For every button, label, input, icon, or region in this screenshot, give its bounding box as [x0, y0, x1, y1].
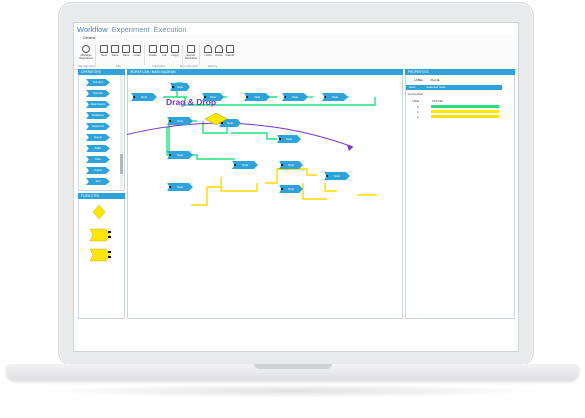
drag-drop-label: Drag & Drop	[166, 97, 217, 107]
palette-item[interactable]: Filter	[86, 156, 110, 163]
ribbon-toolbar: General Manage Workflows New Save Save L…	[74, 35, 518, 70]
workflow-node[interactable]: Node	[167, 117, 193, 125]
palette-item[interactable]: Sequencer	[86, 123, 110, 130]
export-workflow-button[interactable]: Export Workflow	[185, 45, 197, 61]
ribbon-tab-general[interactable]: General	[83, 36, 96, 40]
paste-icon	[149, 45, 157, 53]
workflow-node[interactable]: Node	[244, 93, 270, 101]
group-separator	[182, 45, 183, 65]
connection-color-swatch[interactable]	[431, 105, 499, 108]
paste-button[interactable]: Paste	[147, 45, 159, 61]
tab-workflow[interactable]: Workflow	[77, 24, 108, 34]
group-separator	[144, 45, 145, 65]
split-arrow-shape[interactable]	[89, 248, 111, 262]
workflow-node[interactable]: Node	[282, 93, 308, 101]
drag-arrow	[127, 122, 354, 148]
export-icon	[187, 45, 195, 53]
group-label-file: File	[116, 64, 121, 68]
decision-node[interactable]	[204, 112, 228, 126]
canvas-header: WORKFLOW / MAIN DIAGRAM	[127, 69, 403, 75]
save-button[interactable]: Save	[109, 45, 121, 61]
delete-button[interactable]: Delete	[224, 45, 236, 61]
operators-panel-header: OPERATORS	[78, 69, 125, 75]
merge-arrow-shape[interactable]	[89, 228, 111, 242]
cut-icon	[160, 45, 168, 53]
workflow-node[interactable]: Node	[167, 151, 193, 159]
connection-color-swatch[interactable]	[431, 115, 499, 118]
properties-col-value: VALUE	[430, 78, 440, 82]
tab-experiment[interactable]: Experiment	[111, 24, 150, 34]
save-as-icon	[122, 45, 130, 53]
connection-color-swatch[interactable]	[431, 110, 499, 113]
workflow-node[interactable]: Node	[279, 185, 303, 193]
workflow-node[interactable]: Node	[167, 183, 193, 191]
group-separator	[199, 45, 200, 65]
workflow-node[interactable]: Node	[322, 93, 348, 101]
save-as-button[interactable]: Save	[120, 45, 132, 61]
manage-workflows-button[interactable]: Manage Workflows	[79, 45, 93, 61]
tab-execution[interactable]: Execution	[153, 24, 187, 34]
workflow-node[interactable]: Node	[131, 93, 157, 101]
drag-arrow-head	[347, 145, 353, 151]
redo-icon	[215, 45, 223, 53]
gear-icon	[82, 45, 90, 53]
copy-icon	[171, 45, 179, 53]
connection-col-trig: TRIG	[412, 99, 420, 103]
properties-section: Connection	[408, 92, 424, 96]
workflow-node[interactable]: Node	[279, 161, 303, 169]
new-file-icon	[100, 45, 108, 53]
palette-item[interactable]: Buffer	[86, 145, 110, 152]
workflow-node[interactable]: Node	[170, 83, 190, 91]
redo-button[interactable]: Redo	[213, 45, 225, 61]
workflow-node[interactable]: Node	[277, 135, 301, 143]
properties-header: PROPERTIES	[405, 69, 515, 75]
workflow-node[interactable]: Node	[232, 161, 258, 169]
group-label-history: History	[208, 64, 218, 68]
group-label-clipboard: Clipboard	[152, 64, 165, 68]
workflow-node[interactable]: Node	[219, 119, 241, 127]
connection-row-index: 0	[417, 105, 419, 109]
scrollbar-thumb[interactable]	[120, 154, 123, 174]
save-icon	[111, 45, 119, 53]
palette-item[interactable]: Data Source	[86, 101, 110, 108]
workflow-node[interactable]: Node	[202, 93, 224, 101]
connection-col-color: COLOR	[432, 99, 443, 103]
yellow-links	[191, 168, 377, 206]
app-window: Workflow Experiment Execution General Ma…	[73, 22, 519, 352]
cut-button[interactable]: Cut	[158, 45, 170, 61]
palette-item[interactable]: Sink	[86, 178, 110, 185]
workflow-canvas[interactable]	[127, 69, 403, 319]
palette-item[interactable]: Sub-Item	[86, 79, 110, 86]
flow-control-panel-header: FLOW CTRL	[78, 193, 125, 199]
app-tabs: Workflow Experiment Execution	[74, 23, 518, 35]
connection-row-index: 2	[417, 115, 419, 119]
laptop-shadow	[40, 384, 545, 398]
delete-icon	[226, 45, 234, 53]
properties-col-label: LABEL	[414, 78, 424, 82]
laptop-base	[6, 364, 579, 380]
laptop-notch	[254, 364, 332, 369]
selected-property-row[interactable]: label Selected node	[406, 85, 502, 90]
undo-icon	[204, 45, 212, 53]
operators-scrollbar[interactable]	[120, 76, 123, 190]
flow-control-shapes	[89, 204, 111, 262]
load-icon	[133, 45, 141, 53]
group-separator	[95, 45, 96, 65]
palette-item[interactable]: Output	[86, 167, 110, 174]
group-label-export: Export/Import	[180, 64, 199, 68]
group-label-management: Management	[78, 64, 96, 68]
palette-item[interactable]: Network	[86, 90, 110, 97]
new-button[interactable]: New	[98, 45, 110, 61]
palette-item[interactable]: Queue	[86, 134, 110, 141]
decision-diamond-shape[interactable]	[92, 204, 106, 220]
copy-button[interactable]: Copy	[169, 45, 181, 61]
connection-row-index: 1	[417, 110, 419, 114]
workflow-node[interactable]: Node	[324, 172, 350, 180]
palette-item[interactable]: Multiplexer	[86, 112, 110, 119]
undo-button[interactable]: Undo	[202, 45, 214, 61]
load-button[interactable]: Load	[131, 45, 143, 61]
